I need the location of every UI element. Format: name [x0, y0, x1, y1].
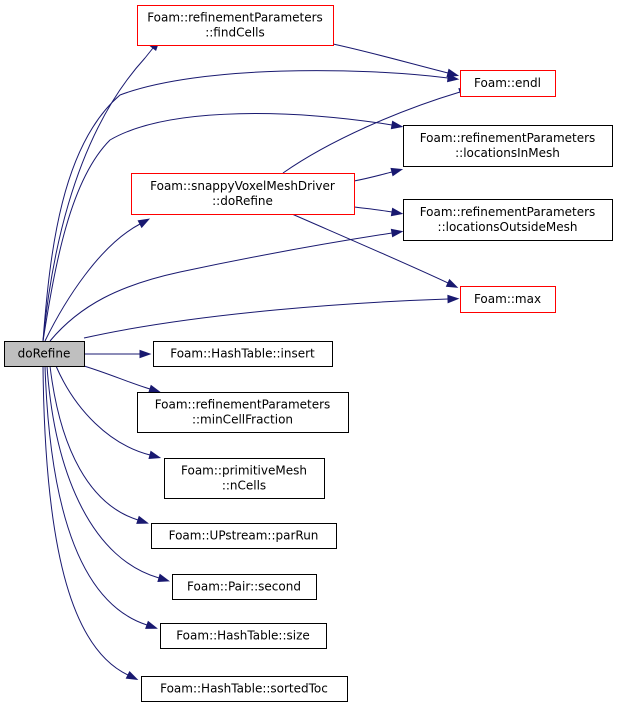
- edge-doRefine-to-second: [46, 365, 171, 583]
- node-parRun[interactable]: Foam::UPstream::parRun: [151, 523, 337, 549]
- node-endl[interactable]: Foam::endl: [460, 70, 556, 97]
- node-box: [141, 676, 348, 702]
- arrowhead-icon: [125, 670, 139, 681]
- edge-line: [332, 43, 449, 74]
- edge-line: [44, 365, 148, 626]
- node-box: [160, 623, 327, 649]
- node-locationsInMesh[interactable]: Foam::refinementParameters::locationsInM…: [403, 125, 613, 167]
- arrowhead-icon: [148, 450, 162, 460]
- arrowhead-icon: [157, 573, 171, 583]
- node-label: ::nCells: [222, 479, 266, 493]
- node-size[interactable]: Foam::HashTable::size: [160, 623, 327, 649]
- arrowhead-icon: [136, 515, 149, 524]
- node-box: [403, 125, 613, 167]
- node-box: [4, 341, 85, 367]
- node-label: Foam::refinementParameters: [420, 131, 596, 145]
- edge-line: [49, 232, 393, 342]
- node-box: [460, 286, 556, 313]
- node-driverDoRefine[interactable]: Foam::snappyVoxelMeshDriver::doRefine: [131, 173, 355, 215]
- node-label: ::doRefine: [212, 194, 273, 208]
- node-box: [460, 70, 556, 97]
- arrowhead-icon: [139, 349, 152, 359]
- edge-line: [44, 223, 141, 342]
- node-label: ::locationsOutsideMesh: [438, 220, 578, 234]
- edge-doRefine-to-parRun: [49, 365, 149, 524]
- node-box: [131, 173, 355, 215]
- node-box: [137, 392, 349, 433]
- node-label: ::locationsInMesh: [455, 146, 560, 160]
- edge-doRefine-to-size: [44, 365, 158, 629]
- node-label: ::minCellFraction: [192, 413, 293, 427]
- edge-line: [282, 91, 461, 174]
- node-label: Foam::HashTable::insert: [170, 347, 315, 361]
- edge-doRefine-to-locationsOutsideMesh: [49, 228, 404, 342]
- edge-driverDoRefine-to-locationsOutsideMesh: [353, 206, 404, 217]
- edge-line: [83, 365, 151, 390]
- arrowhead-icon: [390, 120, 404, 130]
- edge-line: [55, 365, 151, 456]
- node-box: [172, 574, 317, 600]
- node-second[interactable]: Foam::Pair::second: [172, 574, 317, 600]
- node-minCellFraction[interactable]: Foam::refinementParameters::minCellFract…: [137, 392, 349, 433]
- node-nCells[interactable]: Foam::primitiveMesh::nCells: [164, 458, 325, 499]
- node-label: Foam::endl: [474, 76, 541, 90]
- node-label: Foam::max: [474, 292, 541, 306]
- arrowhead-icon: [447, 294, 460, 304]
- node-max[interactable]: Foam::max: [460, 286, 556, 313]
- node-label: Foam::HashTable::size: [176, 629, 310, 643]
- arrowhead-icon: [390, 228, 404, 238]
- node-label: Foam::refinementParameters: [147, 11, 323, 25]
- edge-doRefine-to-sortedToc: [42, 365, 139, 681]
- node-sortedToc[interactable]: Foam::HashTable::sortedToc: [141, 676, 348, 702]
- edge-doRefine-to-max: [83, 294, 460, 339]
- node-label: Foam::HashTable::sortedToc: [160, 682, 328, 696]
- edge-line: [42, 70, 449, 342]
- node-box: [151, 523, 337, 549]
- edge-driverDoRefine-to-locationsInMesh: [353, 167, 404, 182]
- edge-line: [291, 213, 449, 284]
- edge-line: [353, 171, 393, 182]
- node-label: Foam::primitiveMesh: [181, 464, 307, 478]
- edge-line: [49, 365, 139, 521]
- arrowhead-icon: [390, 207, 404, 217]
- edge-doRefine-to-locationsInMesh: [42, 113, 404, 342]
- node-box: [164, 458, 325, 499]
- node-findCells[interactable]: Foam::refinementParameters::findCells: [137, 5, 334, 46]
- edge-doRefine-to-driverDoRefine: [44, 218, 151, 342]
- edge-line: [42, 365, 129, 676]
- arrowhead-icon: [137, 218, 151, 229]
- edge-line: [353, 206, 393, 213]
- node-box: [153, 341, 333, 367]
- arrowhead-icon: [445, 278, 459, 288]
- node-label: Foam::refinementParameters: [155, 398, 331, 412]
- nodes: doRefineFoam::refinementParameters::find…: [4, 5, 613, 702]
- node-label: ::findCells: [205, 26, 265, 40]
- node-label: Foam::UPstream::parRun: [169, 529, 319, 543]
- node-box: [137, 5, 334, 46]
- node-label: Foam::snappyVoxelMeshDriver: [150, 179, 335, 193]
- arrowhead-icon: [446, 68, 460, 78]
- node-locationsOutsideMesh[interactable]: Foam::refinementParameters::locationsOut…: [403, 199, 613, 241]
- edge-line: [42, 113, 393, 342]
- edge-doRefine-to-nCells: [55, 365, 162, 460]
- edge-line: [42, 47, 154, 342]
- edge-line: [46, 365, 160, 579]
- edge-findCells-to-endl: [332, 43, 460, 78]
- arrowhead-icon: [145, 620, 158, 629]
- node-doRefine[interactable]: doRefine: [4, 341, 85, 367]
- edge-driverDoRefine-to-max: [291, 213, 459, 288]
- edge-doRefine-to-insert: [84, 349, 152, 359]
- edge-line: [83, 298, 449, 339]
- node-label: Foam::Pair::second: [187, 580, 301, 594]
- arrowhead-icon: [390, 167, 404, 177]
- node-insert[interactable]: Foam::HashTable::insert: [153, 341, 333, 367]
- node-label: Foam::refinementParameters: [420, 205, 596, 219]
- node-label: doRefine: [18, 347, 71, 361]
- node-box: [403, 199, 613, 241]
